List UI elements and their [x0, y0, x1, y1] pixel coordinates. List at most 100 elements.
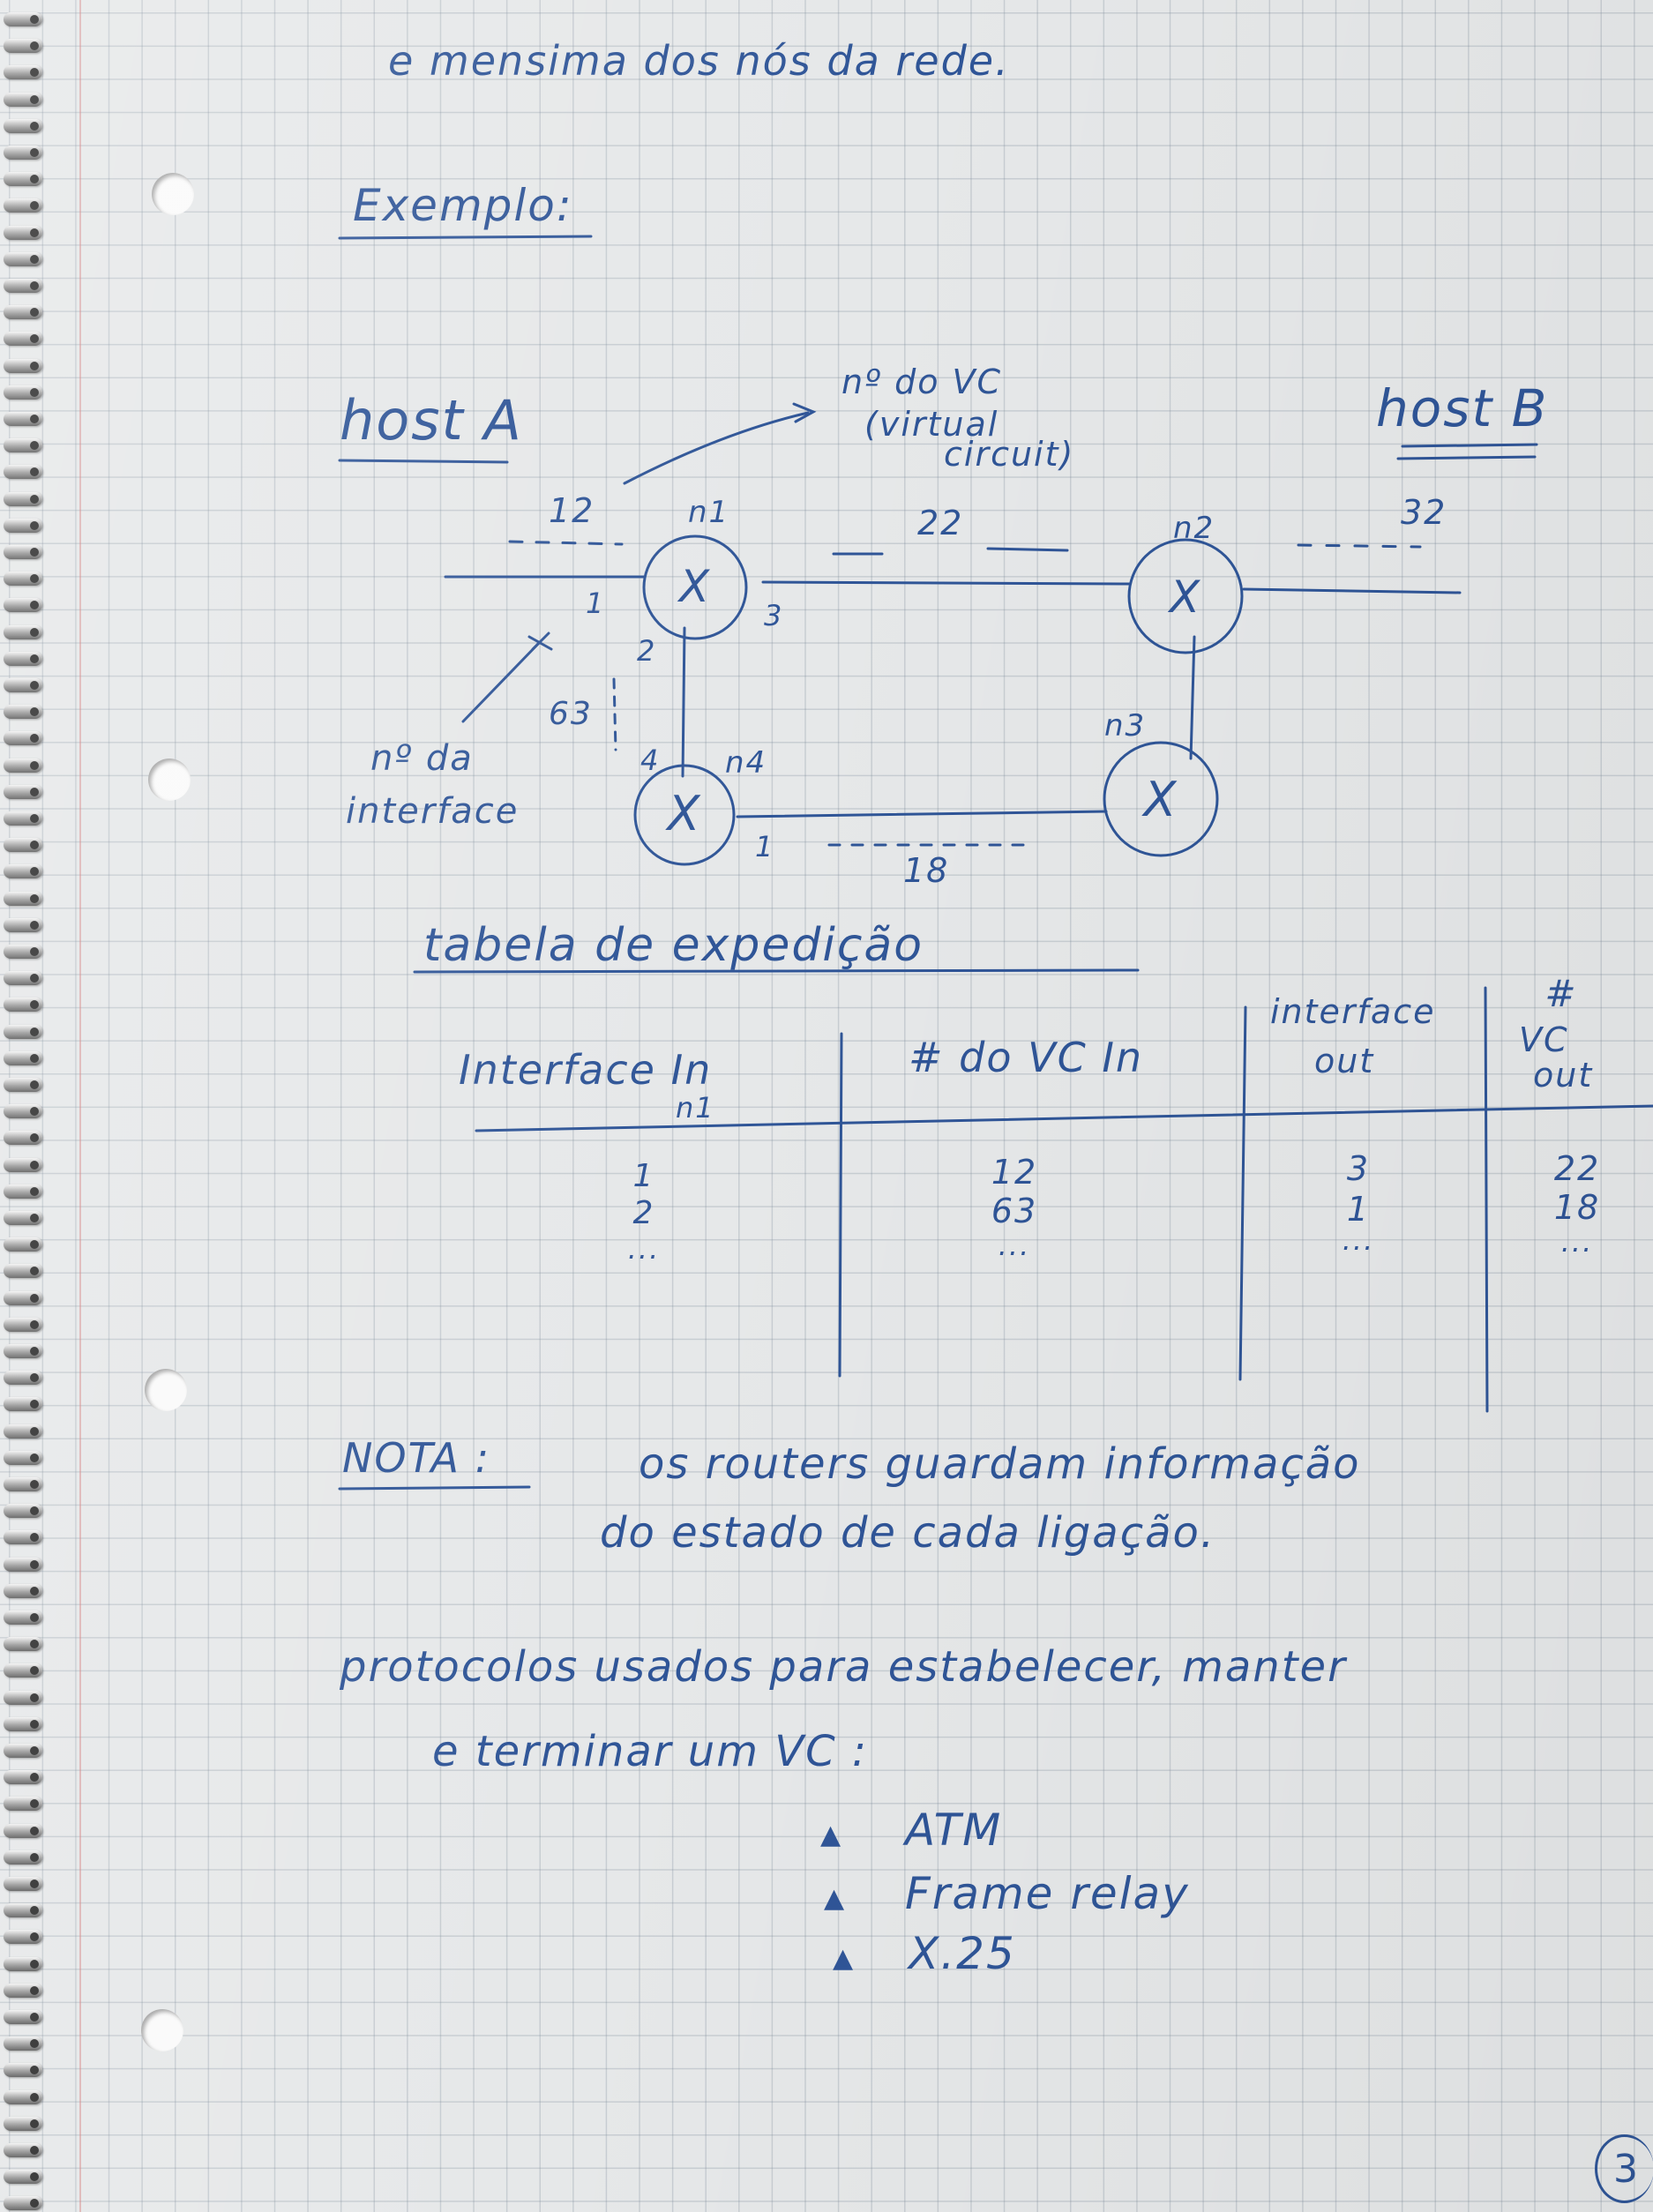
table-header-rule	[475, 1104, 1653, 1132]
spiral-coil	[4, 172, 42, 187]
intro-line: e mensima dos nós da rede.	[388, 37, 1010, 85]
spiral-coil	[4, 1344, 42, 1358]
spiral-coil	[4, 1104, 42, 1119]
spiral-coil	[4, 279, 42, 293]
link-n2-n3	[1189, 635, 1196, 760]
spiral-coil	[4, 705, 42, 720]
spiral-coil	[4, 1850, 42, 1865]
spiral-coil	[4, 225, 42, 240]
iface-n4-n1: 4	[640, 744, 661, 777]
table-cell-iface-in: ...	[627, 1232, 661, 1266]
spiral-coil	[4, 1264, 42, 1279]
spiral-coil	[4, 2063, 42, 2078]
protocol-item: X.25	[909, 1928, 1016, 1979]
note-text: do estado de cada ligação.	[600, 1508, 1216, 1558]
binder-hole	[148, 759, 191, 801]
table-cell-vc-in: 12	[991, 1153, 1038, 1192]
spiral-coil	[4, 1371, 42, 1386]
iface-n1-n4: 2	[637, 634, 657, 668]
protocol-bullet: ▲	[824, 1883, 847, 1914]
vc-label-arrow	[623, 411, 810, 485]
note-underline	[338, 1485, 531, 1491]
spiral-coil	[4, 1050, 42, 1065]
spiral-coil	[4, 1450, 42, 1465]
spiral-coil	[4, 811, 42, 826]
spiral-coil	[4, 1290, 42, 1305]
spiral-coil	[4, 518, 42, 533]
vc-dash-32	[1297, 543, 1422, 549]
table-cell-iface-out: 3	[1346, 1149, 1371, 1188]
vc-dash-12	[508, 540, 624, 546]
vc-dash-22	[832, 547, 1069, 556]
protocol-bullet: ▲	[833, 1943, 856, 1974]
table-col-rule-2	[1238, 1005, 1247, 1381]
spiral-coil	[4, 1504, 42, 1519]
spiral-coil	[4, 1530, 42, 1545]
spiral-coil	[4, 651, 42, 666]
link-n4-n3	[736, 810, 1108, 818]
binder-hole	[152, 173, 194, 215]
spiral-coil	[4, 2036, 42, 2051]
table-header-vc-in: # do VC In	[909, 1034, 1144, 1081]
router-n2-label: n2	[1173, 511, 1215, 546]
table-header-vc-out: #	[1545, 972, 1578, 1015]
link-n1-n4	[681, 626, 686, 778]
router-n3-symbol: X	[1143, 772, 1178, 827]
spiral-coil	[4, 1397, 42, 1412]
spiral-coil	[4, 731, 42, 746]
spiral-coil	[4, 1610, 42, 1625]
spiral-coil	[4, 491, 42, 506]
spiral-coil	[4, 864, 42, 879]
spiral-coil	[4, 1024, 42, 1039]
vc-value-n4-n3: 18	[903, 851, 950, 890]
spiral-coil	[4, 92, 42, 107]
router-n4-circle	[633, 764, 736, 866]
spiral-coil	[4, 1211, 42, 1225]
vc-dash-63	[612, 677, 617, 751]
protocol-bullet: ▲	[820, 1820, 843, 1850]
spiral-coil	[4, 624, 42, 639]
iface-n1-n2: 3	[764, 599, 784, 632]
spiral-coil	[4, 2196, 42, 2211]
spiral-coil	[4, 1637, 42, 1652]
table-header-interface-in-sub: n1	[676, 1091, 715, 1125]
spiral-coil	[4, 1131, 42, 1146]
vc-label: circuit)	[944, 435, 1075, 474]
interface-label: interface	[346, 791, 520, 832]
spiral-coil	[4, 1663, 42, 1678]
vc-value-n2-hostB: 32	[1401, 493, 1447, 532]
spiral-coil	[4, 1823, 42, 1838]
margin-line	[79, 0, 81, 2212]
spiral-coil	[4, 39, 42, 54]
spiral-coil	[4, 65, 42, 80]
spiral-coil	[4, 1157, 42, 1172]
spiral-coil	[4, 1317, 42, 1332]
spiral-coil	[4, 358, 42, 373]
table-cell-vc-in: 63	[991, 1192, 1038, 1230]
spiral-coil	[4, 1903, 42, 1918]
vc-value-n1-n4: 63	[549, 696, 593, 732]
spiral-coil	[4, 572, 42, 587]
vc-label: nº do VC	[841, 362, 1003, 401]
spiral-coil	[4, 332, 42, 347]
table-header-interface-out: interface	[1270, 992, 1436, 1031]
table-cell-vc-in: ...	[998, 1229, 1031, 1262]
spiral-coil	[4, 146, 42, 160]
spiral-coil	[4, 545, 42, 559]
table-cell-vc-out: 18	[1553, 1188, 1601, 1227]
vc-label-arrowhead	[792, 402, 817, 423]
spiral-coil	[4, 1877, 42, 1891]
example-underline	[338, 235, 593, 240]
spiral-coil	[4, 784, 42, 799]
spiral-coil	[4, 1690, 42, 1705]
spiral-coil	[4, 1983, 42, 1998]
spiral-coil	[4, 1797, 42, 1812]
table-header-interface-in: Interface In	[459, 1046, 713, 1094]
spiral-coil	[4, 971, 42, 986]
spiral-coil	[4, 891, 42, 906]
spiral-coil	[4, 1184, 42, 1199]
host-a-underline	[338, 459, 509, 464]
spiral-coil	[4, 917, 42, 932]
